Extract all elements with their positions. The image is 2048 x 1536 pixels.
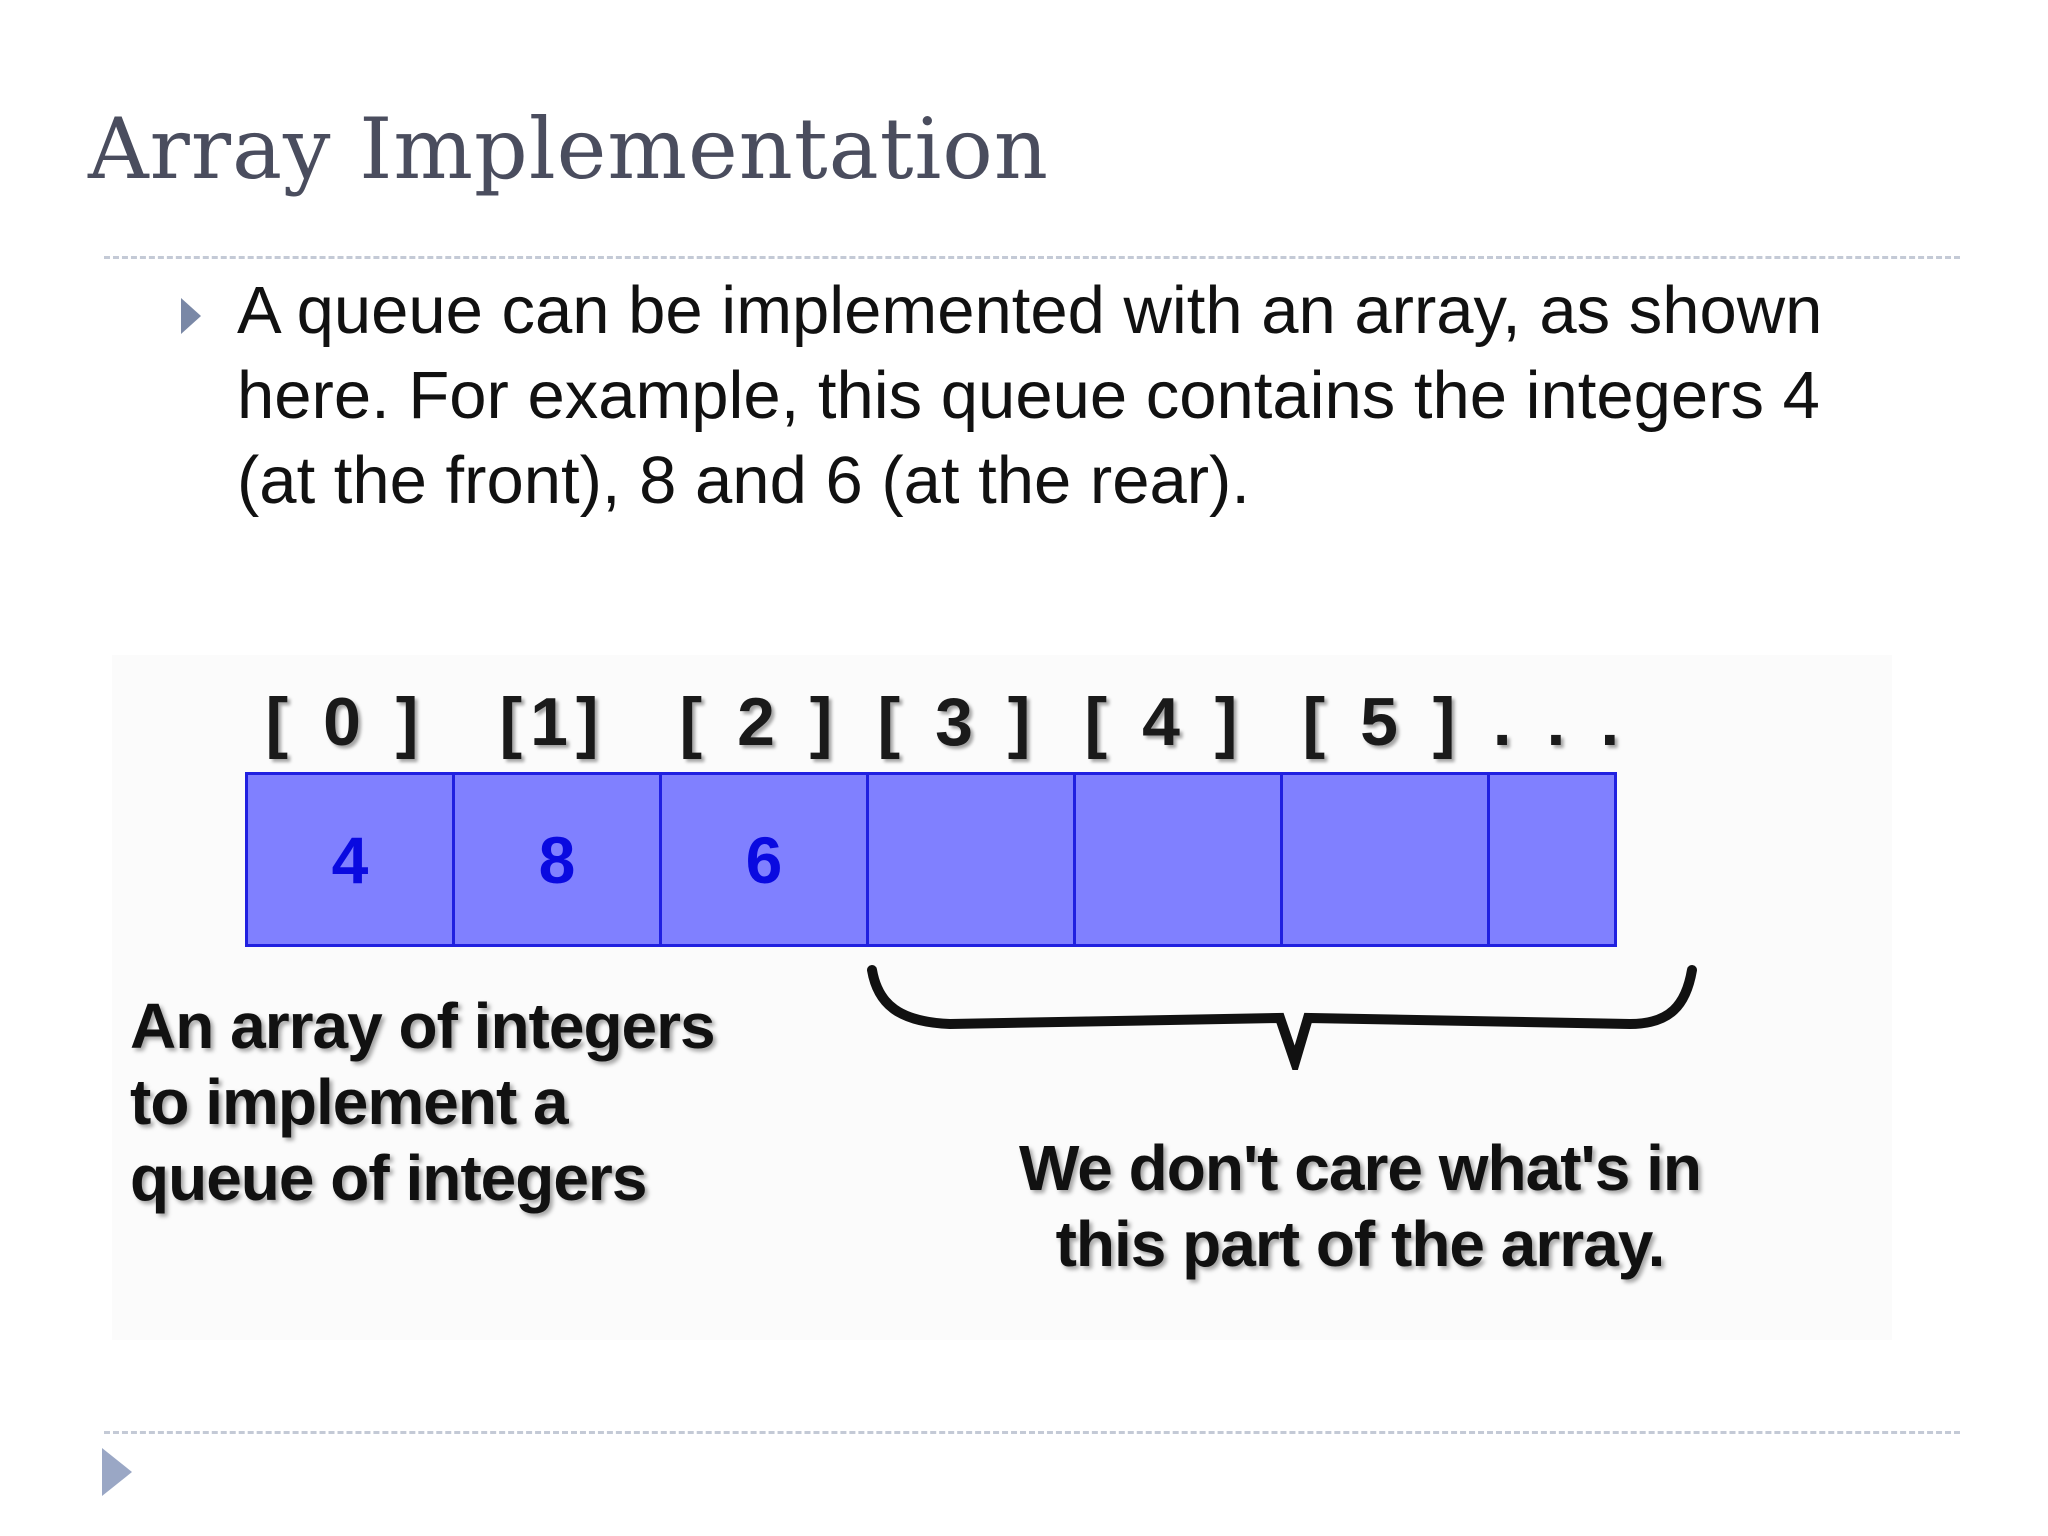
array-cell: 6 [659,772,869,947]
array-cell [1280,772,1490,947]
curly-brace-icon [867,965,1697,1070]
diagram-panel [112,655,1892,1340]
bullet-arrow-icon [181,298,201,334]
array-index-label: [ 2 ] [679,684,841,760]
slide-title: Array Implementation [88,100,1049,198]
array-index-ellipsis: . . . [1492,684,1628,760]
title-divider [104,256,1960,259]
array-cell: 8 [452,772,662,947]
array-cell [866,772,1076,947]
array-caption: An array of integers to implement a queu… [130,990,716,1214]
bullet-text: A queue can be implemented with an array… [237,273,1823,518]
array-index-label: [ 0 ] [265,684,427,760]
array-index-label: [ 5 ] [1302,684,1464,760]
array-index-label: [ 4 ] [1084,684,1246,760]
array-index-label: [ 3 ] [877,684,1039,760]
unused-area-caption: We don't care what's in this part of the… [1019,1132,1702,1280]
footer-arrow-icon [102,1448,132,1496]
footer-divider [104,1431,1960,1434]
array-cell [1487,772,1617,947]
array-cell [1073,772,1283,947]
queue-array: 4 8 6 [245,772,1617,947]
array-index-label: [1] [499,684,607,760]
array-cell: 4 [245,772,455,947]
